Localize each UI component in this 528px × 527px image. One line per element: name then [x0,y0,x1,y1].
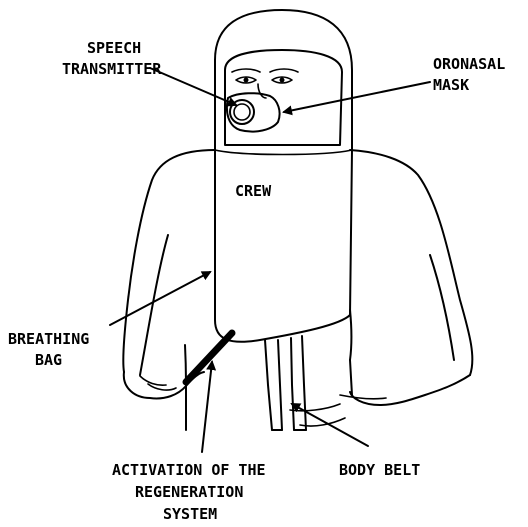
speech-transmitter-label-line1: SPEECH [87,39,141,58]
speech-transmitter-label-line2: TRANSMITTER [62,60,161,79]
oronasal-mask [227,93,280,131]
activation-label-line3: SYSTEM [163,505,217,524]
leader-lines [110,68,430,452]
breathing-bag-leader [110,272,210,325]
oronasal-mask-leader [284,82,430,112]
activation-label-line2: REGENERATION [135,483,243,502]
oronasal-mask-label-line1: ORONASAL [433,55,505,74]
crew-label: CREW [235,182,271,201]
activation-handle [186,333,232,382]
speech-transmitter-leader [150,68,236,105]
body-belt [265,336,306,430]
breathing-bag-label-line2: BAG [35,351,62,370]
oronasal-mask-label-line2: MASK [433,76,469,95]
activation-leader [202,362,212,452]
breathing-bag [215,150,352,342]
breathing-bag-label-line1: BREATHING [8,330,89,349]
activation-label-line1: ACTIVATION OF THE [112,461,266,480]
body-belt-label: BODY BELT [339,461,420,480]
